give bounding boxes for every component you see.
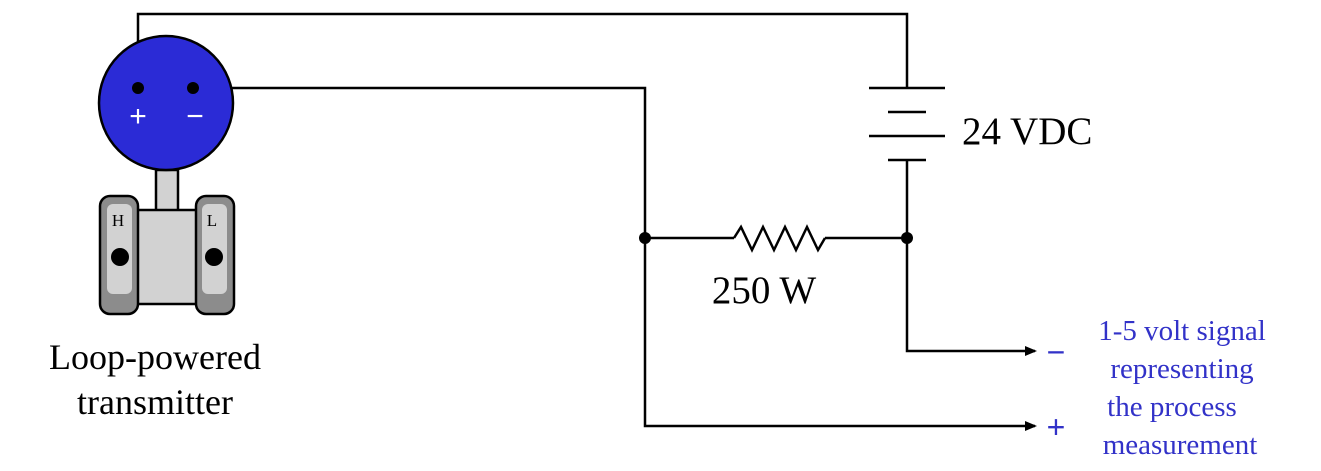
resistor-zigzag (732, 224, 827, 253)
wire-plus-to-battery (136, 12, 909, 88)
signal-description-line4: measurement (1103, 429, 1258, 461)
signal-description-line2: representing (1110, 353, 1253, 385)
output-plus-symbol: + (1047, 409, 1066, 445)
junction-dot-right (901, 232, 913, 244)
wire-minus-to-junction (193, 86, 647, 238)
high-port-hole (111, 248, 129, 266)
signal-description-line3: the process (1107, 391, 1237, 423)
plus-terminal-dot (132, 82, 144, 94)
transmitter-label-line2: transmitter (77, 382, 233, 422)
wire-to-minus-output (905, 238, 1037, 356)
high-port-label: H (112, 211, 124, 230)
transmitter-body-center (135, 208, 199, 306)
junction-dot-left (639, 232, 651, 244)
low-port-label: L (207, 211, 217, 230)
resistor-label: 250 W (712, 269, 817, 312)
transmitter: H L + − (97, 34, 236, 316)
wires (136, 12, 1037, 431)
transmitter-neck (154, 168, 180, 217)
signal-description-line1: 1-5 volt signal (1098, 315, 1266, 347)
transmitter-head (97, 34, 235, 172)
wire-to-plus-output (643, 238, 1037, 431)
output-minus-symbol: − (1047, 334, 1066, 370)
low-port-hole (205, 248, 223, 266)
minus-terminal-label: − (186, 100, 204, 133)
battery-label: 24 VDC (962, 110, 1092, 153)
plus-terminal-label: + (129, 100, 147, 133)
battery-symbol (869, 86, 945, 162)
minus-terminal-dot (187, 82, 199, 94)
transmitter-label-line1: Loop-powered (49, 337, 261, 377)
